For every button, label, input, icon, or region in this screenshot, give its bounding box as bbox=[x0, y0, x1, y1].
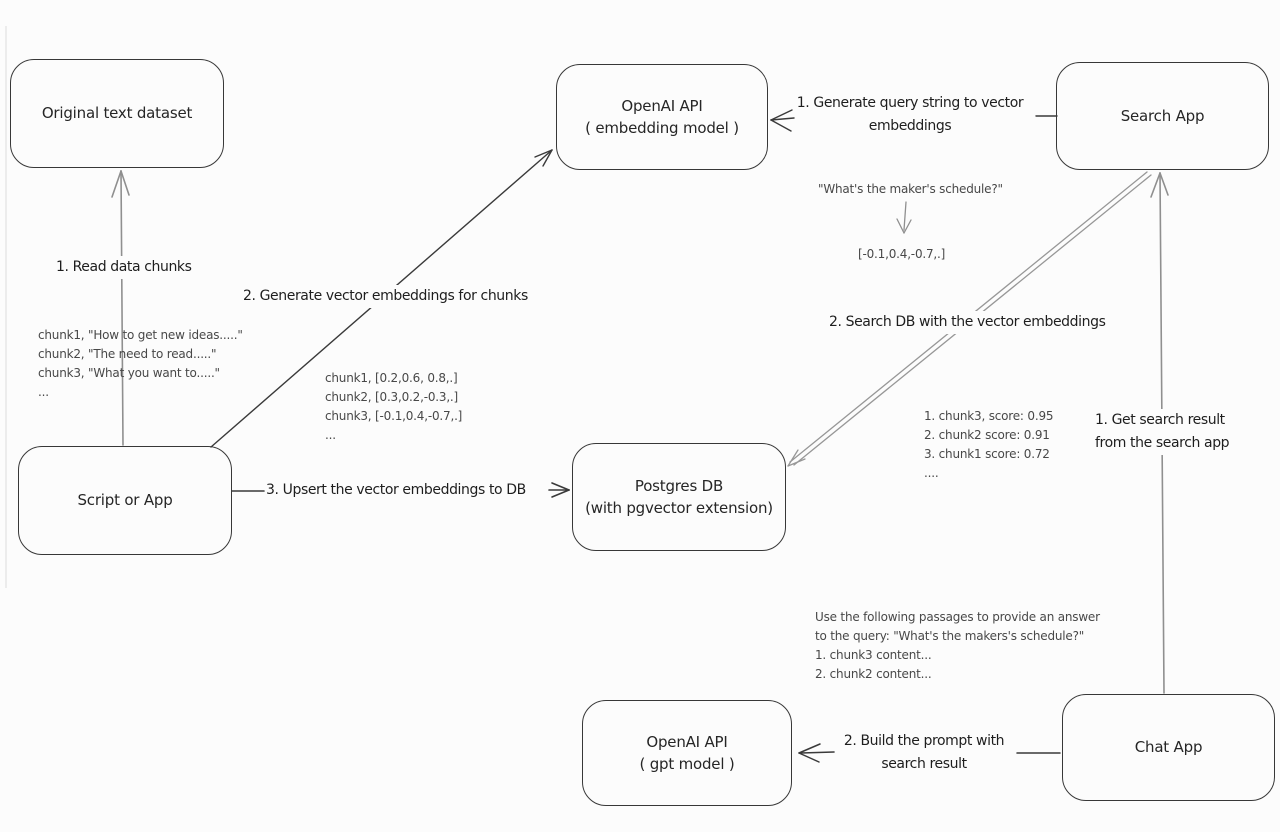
edge-label-upsert-to-db: 3. Upsert the vector embeddings to DB bbox=[266, 482, 526, 498]
arrow-read-data-chunks bbox=[111, 170, 130, 446]
edge-label-get-search-result: 1. Get search result from the search app bbox=[1092, 409, 1233, 455]
arrow-upsert-to-db bbox=[231, 482, 570, 498]
node-label-original-text-dataset: Original text dataset bbox=[41, 104, 193, 123]
node-script-or-app: Script or App bbox=[18, 446, 232, 555]
edge-label-read-data-chunks: 1. Read data chunks bbox=[53, 256, 195, 279]
annotation-query-vector: [-0.1,0.4,-0.7,.] bbox=[858, 247, 946, 261]
node-search-app: Search App bbox=[1056, 62, 1269, 170]
node-chat-app: Chat App bbox=[1062, 694, 1275, 801]
node-label-openai-gpt-api: OpenAI API ( gpt model ) bbox=[639, 732, 735, 774]
node-label-postgres-db: Postgres DB (with pgvector extension) bbox=[585, 476, 773, 518]
node-label-openai-embedding-api: OpenAI API ( embedding model ) bbox=[585, 96, 739, 138]
annotation-query-string: "What's the maker's schedule?" bbox=[818, 182, 1003, 196]
annotation-chunk-vectors: chunk1, [0.2,0.6, 0.8,.] chunk2, [0.3,0.… bbox=[325, 371, 463, 442]
node-postgres-db: Postgres DB (with pgvector extension) bbox=[572, 443, 786, 551]
annotation-chunk-texts: chunk1, "How to get new ideas....." chun… bbox=[38, 328, 243, 399]
edge-label-generate-embeddings: 2. Generate vector embeddings for chunks bbox=[240, 285, 531, 308]
arrow-generate-query-string bbox=[770, 109, 1058, 132]
edge-label-build-prompt: 2. Build the prompt with search result bbox=[843, 733, 1005, 772]
edge-label-generate-query-string: 1. Generate query string to vector embed… bbox=[796, 95, 1024, 134]
arrow-build-prompt bbox=[798, 743, 1061, 763]
node-openai-embedding-api: OpenAI API ( embedding model ) bbox=[556, 64, 768, 170]
node-openai-gpt-api: OpenAI API ( gpt model ) bbox=[582, 700, 792, 806]
node-label-chat-app: Chat App bbox=[1134, 738, 1203, 757]
edge-label-search-db: 2. Search DB with the vector embeddings bbox=[826, 311, 1109, 334]
annotation-prompt-text: Use the following passages to provide an… bbox=[815, 610, 1100, 681]
annotation-search-scores: 1. chunk3, score: 0.95 2. chunk2 score: … bbox=[924, 409, 1054, 480]
arrow-query-to-vector bbox=[896, 201, 912, 234]
node-label-search-app: Search App bbox=[1120, 106, 1205, 125]
node-original-text-dataset: Original text dataset bbox=[10, 59, 224, 168]
node-label-script-or-app: Script or App bbox=[77, 491, 173, 510]
